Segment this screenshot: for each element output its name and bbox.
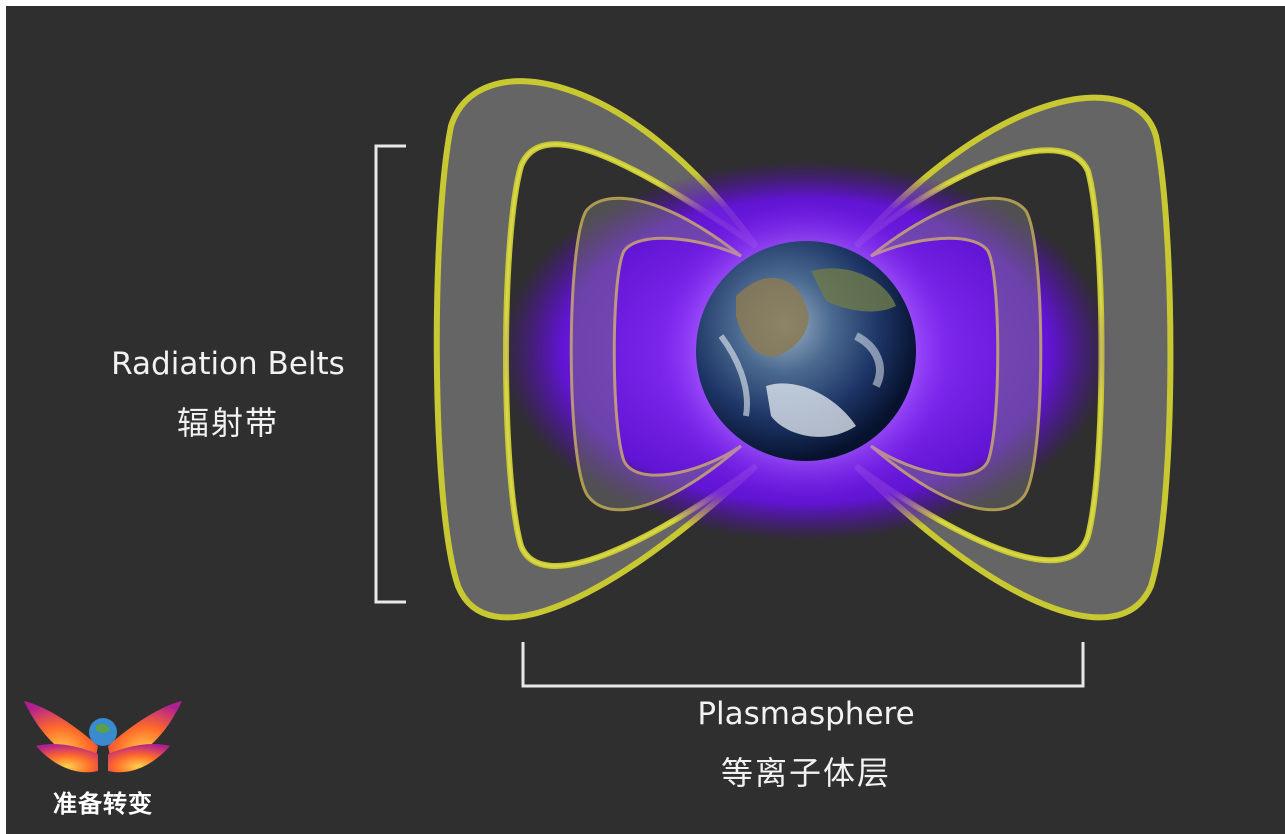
radiation-belts-label-zh: 辐射带 (176, 404, 279, 442)
radiation-belts-bracket (374, 144, 406, 604)
earth-globe (696, 241, 916, 461)
plasmasphere-bracket (521, 642, 1085, 688)
logo-text: 准备转变 (53, 790, 153, 818)
diagram-graphic (24, 78, 1174, 773)
plasmasphere-label-zh: 等离子体层 (720, 754, 891, 792)
inner-radiation-belt (569, 196, 1043, 512)
radiation-belts-label: Radiation Belts (111, 346, 345, 382)
plasmasphere-label: Plasmasphere (697, 696, 915, 732)
diagram-canvas: Radiation Belts 辐射带 Plasmasphere 等离子体层 准… (6, 6, 1285, 834)
winged-globe-icon (24, 701, 182, 773)
